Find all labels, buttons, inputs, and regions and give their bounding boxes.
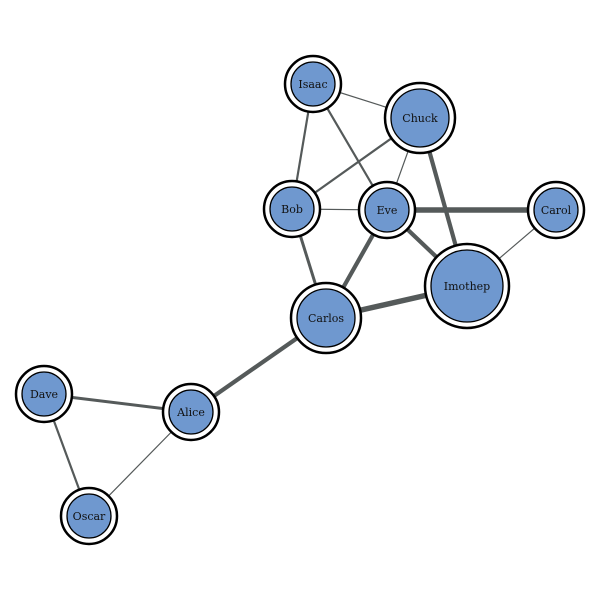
node-circle: [364, 187, 410, 233]
node-oscar[interactable]: Oscar: [59, 486, 119, 546]
node-circle: [269, 186, 315, 232]
node-imothep[interactable]: Imothep: [423, 242, 511, 330]
node-eve[interactable]: Eve: [357, 180, 417, 240]
node-label: Carlos: [308, 312, 344, 325]
node-label: Dave: [30, 388, 58, 401]
node-label: Alice: [176, 406, 205, 419]
node-carol[interactable]: Carol: [526, 180, 586, 240]
node-carlos[interactable]: Carlos: [289, 281, 363, 355]
node-circle: [390, 88, 450, 148]
node-alice[interactable]: Alice: [161, 382, 221, 442]
node-circle: [66, 493, 112, 539]
node-label: Imothep: [444, 280, 490, 293]
node-label: Bob: [281, 203, 303, 216]
node-bob[interactable]: Bob: [262, 179, 322, 239]
node-label: Oscar: [73, 510, 106, 523]
node-dave[interactable]: Dave: [14, 364, 74, 424]
node-label: Carol: [541, 204, 572, 217]
node-label: Eve: [377, 204, 398, 217]
node-circle: [533, 187, 579, 233]
node-circle: [296, 288, 356, 348]
node-circle: [168, 389, 214, 435]
node-isaac[interactable]: Isaac: [283, 54, 343, 114]
node-chuck[interactable]: Chuck: [383, 81, 457, 155]
node-circle: [290, 61, 336, 107]
node-circle: [21, 371, 67, 417]
node-label: Chuck: [402, 112, 438, 125]
node-label: Isaac: [298, 78, 327, 91]
node-circle: [430, 249, 504, 323]
